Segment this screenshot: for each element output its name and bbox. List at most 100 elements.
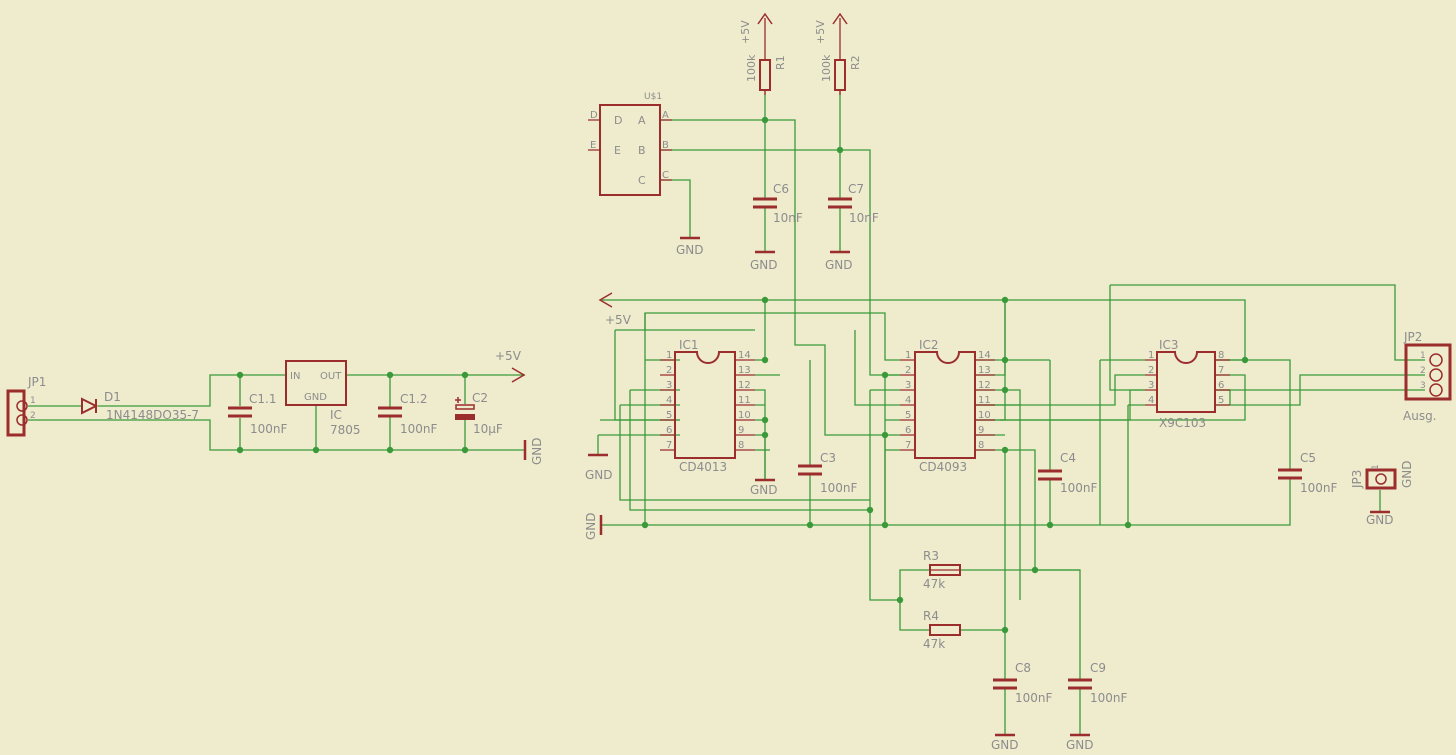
jp3-label: JP3 bbox=[1350, 470, 1364, 489]
ic2-pin-4: 4 bbox=[905, 395, 911, 406]
resistor-r2: +5V 100k R2 bbox=[814, 12, 862, 95]
ic1-pin-7: 7 bbox=[666, 440, 672, 451]
c9-gnd: GND bbox=[1066, 738, 1094, 752]
c3-label: C3 bbox=[820, 451, 836, 465]
r2-label: R2 bbox=[849, 55, 862, 70]
ic2-pin-2: 2 bbox=[905, 365, 911, 376]
r3-value: 47k bbox=[923, 577, 945, 591]
jp2-connector: JP2 Ausg. 1 2 3 bbox=[1403, 330, 1452, 423]
c5-label: C5 bbox=[1300, 451, 1316, 465]
jp3-gnd-label: GND bbox=[1366, 513, 1394, 527]
cap-c9 bbox=[1068, 678, 1092, 737]
ic1-pin-1: 1 bbox=[666, 350, 672, 361]
ic2-pin-14: 14 bbox=[978, 350, 991, 361]
ic1-value: CD4013 bbox=[679, 460, 727, 474]
ic2-pin-8: 8 bbox=[978, 440, 984, 451]
ic2-cd4093: IC2 CD4093 bbox=[900, 338, 995, 474]
ic1-pin-9: 9 bbox=[738, 425, 744, 436]
ic1-name: IC1 bbox=[679, 338, 699, 352]
ic3-value: X9C103 bbox=[1159, 416, 1206, 430]
ic1-pin-3: 3 bbox=[666, 380, 672, 391]
r1-value: 100k bbox=[745, 54, 758, 82]
cap-c3 bbox=[798, 464, 822, 476]
ic2-pin-11: 11 bbox=[978, 395, 991, 406]
d1-label: D1 bbox=[104, 390, 121, 404]
reg-out-label: OUT bbox=[320, 371, 342, 382]
jp3-pin: 1 bbox=[1371, 464, 1381, 470]
r1-supply: +5V bbox=[739, 20, 752, 44]
ic2-pin-1: 1 bbox=[905, 350, 911, 361]
cap-c7 bbox=[828, 197, 852, 254]
ic2-pin-7: 7 bbox=[905, 440, 911, 451]
ic1-gnd-label: GND bbox=[585, 468, 613, 482]
resistor-r1: +5V 100k R1 bbox=[739, 12, 787, 95]
r1-label: R1 bbox=[774, 55, 787, 70]
ic1-pin-8: 8 bbox=[738, 440, 744, 451]
ic2-pin-12: 12 bbox=[978, 380, 991, 391]
jp2-pin1: 1 bbox=[1420, 351, 1426, 361]
ic1-pin-14: 14 bbox=[738, 350, 751, 361]
ic3-pin-4: 4 bbox=[1148, 395, 1154, 406]
jp2-pin3: 3 bbox=[1420, 381, 1426, 391]
c9-value: 100nF bbox=[1090, 691, 1128, 705]
c8-label: C8 bbox=[1015, 661, 1031, 675]
resistor-r4 bbox=[929, 624, 961, 636]
vcc-rail-label: +5V bbox=[605, 313, 632, 327]
ic3-name: IC3 bbox=[1159, 338, 1179, 352]
reg-value: 7805 bbox=[330, 423, 361, 437]
ic1-pin-5: 5 bbox=[666, 410, 672, 421]
jp2-value: Ausg. bbox=[1403, 409, 1437, 423]
jp2-label: JP2 bbox=[1403, 330, 1422, 344]
cap-c4 bbox=[1038, 469, 1062, 481]
power-gnd-label: GND bbox=[530, 437, 544, 465]
encoder-pin-d-outer: D bbox=[590, 110, 598, 121]
ic2-pin-13: 13 bbox=[978, 365, 991, 376]
ic1-gnd-right-label: GND bbox=[750, 483, 778, 497]
ic1-pin-6: 6 bbox=[666, 425, 672, 436]
ic3-pin-3: 3 bbox=[1148, 380, 1154, 391]
ic3-x9c103: IC3 X9C103 bbox=[1145, 338, 1230, 430]
encoder-pin-d: D bbox=[614, 114, 622, 127]
c12-value: 100nF bbox=[400, 422, 438, 436]
ic2-name: IC2 bbox=[919, 338, 939, 352]
ic1-pin-2: 2 bbox=[666, 365, 672, 376]
jp2-pin2: 2 bbox=[1420, 366, 1426, 376]
c4-label: C4 bbox=[1060, 451, 1076, 465]
c5-value: 100nF bbox=[1300, 481, 1338, 495]
encoder-pin-a: A bbox=[638, 114, 646, 127]
c8-gnd: GND bbox=[991, 738, 1019, 752]
r4-value: 47k bbox=[923, 637, 945, 651]
c2-label: C2 bbox=[472, 391, 488, 405]
cap-c2-electrolytic bbox=[455, 397, 475, 420]
jp1-connector: JP1 1 2 bbox=[6, 375, 46, 437]
c6-value: 10nF bbox=[773, 211, 803, 225]
ic3-pin-8: 8 bbox=[1218, 350, 1224, 361]
reg-name: IC bbox=[330, 408, 342, 422]
ic2-pin-10: 10 bbox=[978, 410, 991, 421]
jp3-connector: JP3 1 GND bbox=[1350, 460, 1414, 490]
c3-value: 100nF bbox=[820, 481, 858, 495]
r3-label: R3 bbox=[923, 549, 939, 563]
encoder-pin-c: C bbox=[638, 174, 646, 187]
r4-label: R4 bbox=[923, 609, 939, 623]
ic1-pin-12: 12 bbox=[738, 380, 751, 391]
ic1-pin-13: 13 bbox=[738, 365, 751, 376]
cap-c6 bbox=[753, 197, 777, 254]
jp1-pin1: 1 bbox=[30, 396, 36, 406]
cap-c8 bbox=[993, 678, 1017, 737]
wires bbox=[28, 90, 1425, 735]
c6-gnd: GND bbox=[750, 258, 778, 272]
c12-label: C1.2 bbox=[400, 392, 427, 406]
cap-c11 bbox=[228, 406, 252, 418]
c7-gnd: GND bbox=[825, 258, 853, 272]
ic3-pin-2: 2 bbox=[1148, 365, 1154, 376]
ic1-cd4013: IC1 CD4013 bbox=[660, 338, 755, 474]
ic3-pin-1: 1 bbox=[1148, 350, 1154, 361]
ic2-pin-9: 9 bbox=[978, 425, 984, 436]
c9-label: C9 bbox=[1090, 661, 1106, 675]
encoder-pin-c-outer: C bbox=[662, 170, 669, 181]
ic1-pin-10: 10 bbox=[738, 410, 751, 421]
c7-value: 10nF bbox=[849, 211, 879, 225]
